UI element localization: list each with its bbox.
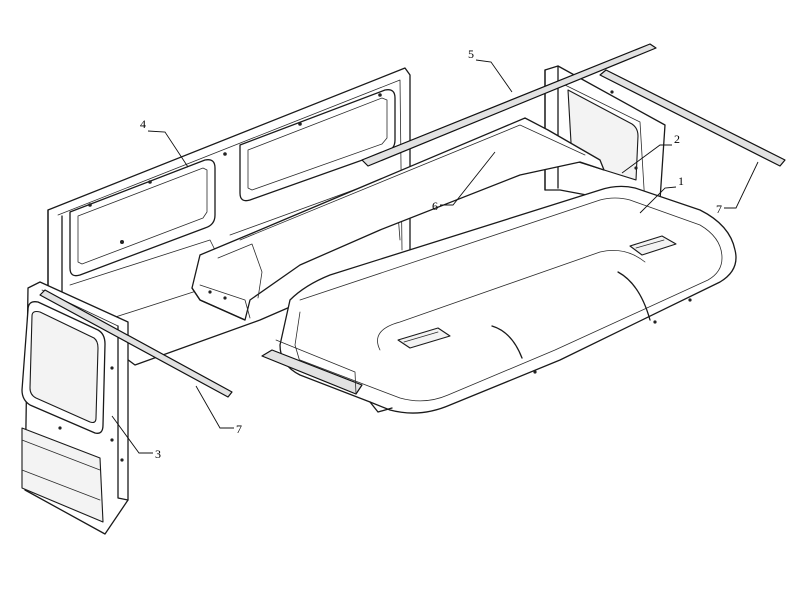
callout-leaders [111,59,759,454]
inner-trim-panel [191,117,605,321]
front-bulkhead-panel [544,65,666,206]
callout-7-rear: 7 [236,422,242,436]
rear-door-panel [21,281,129,535]
roof-panel [261,185,737,414]
callout-6: 6 [432,199,438,213]
callout-3: 3 [155,447,161,461]
top-seal-strip [361,43,657,167]
callout-1: 1 [678,174,684,188]
callout-7-front: 7 [716,202,722,216]
callout-4: 4 [140,117,146,131]
callout-5: 5 [468,47,474,61]
callout-2: 2 [674,132,680,146]
front-seal-strip [599,69,786,167]
rear-seal-strip [39,289,233,398]
